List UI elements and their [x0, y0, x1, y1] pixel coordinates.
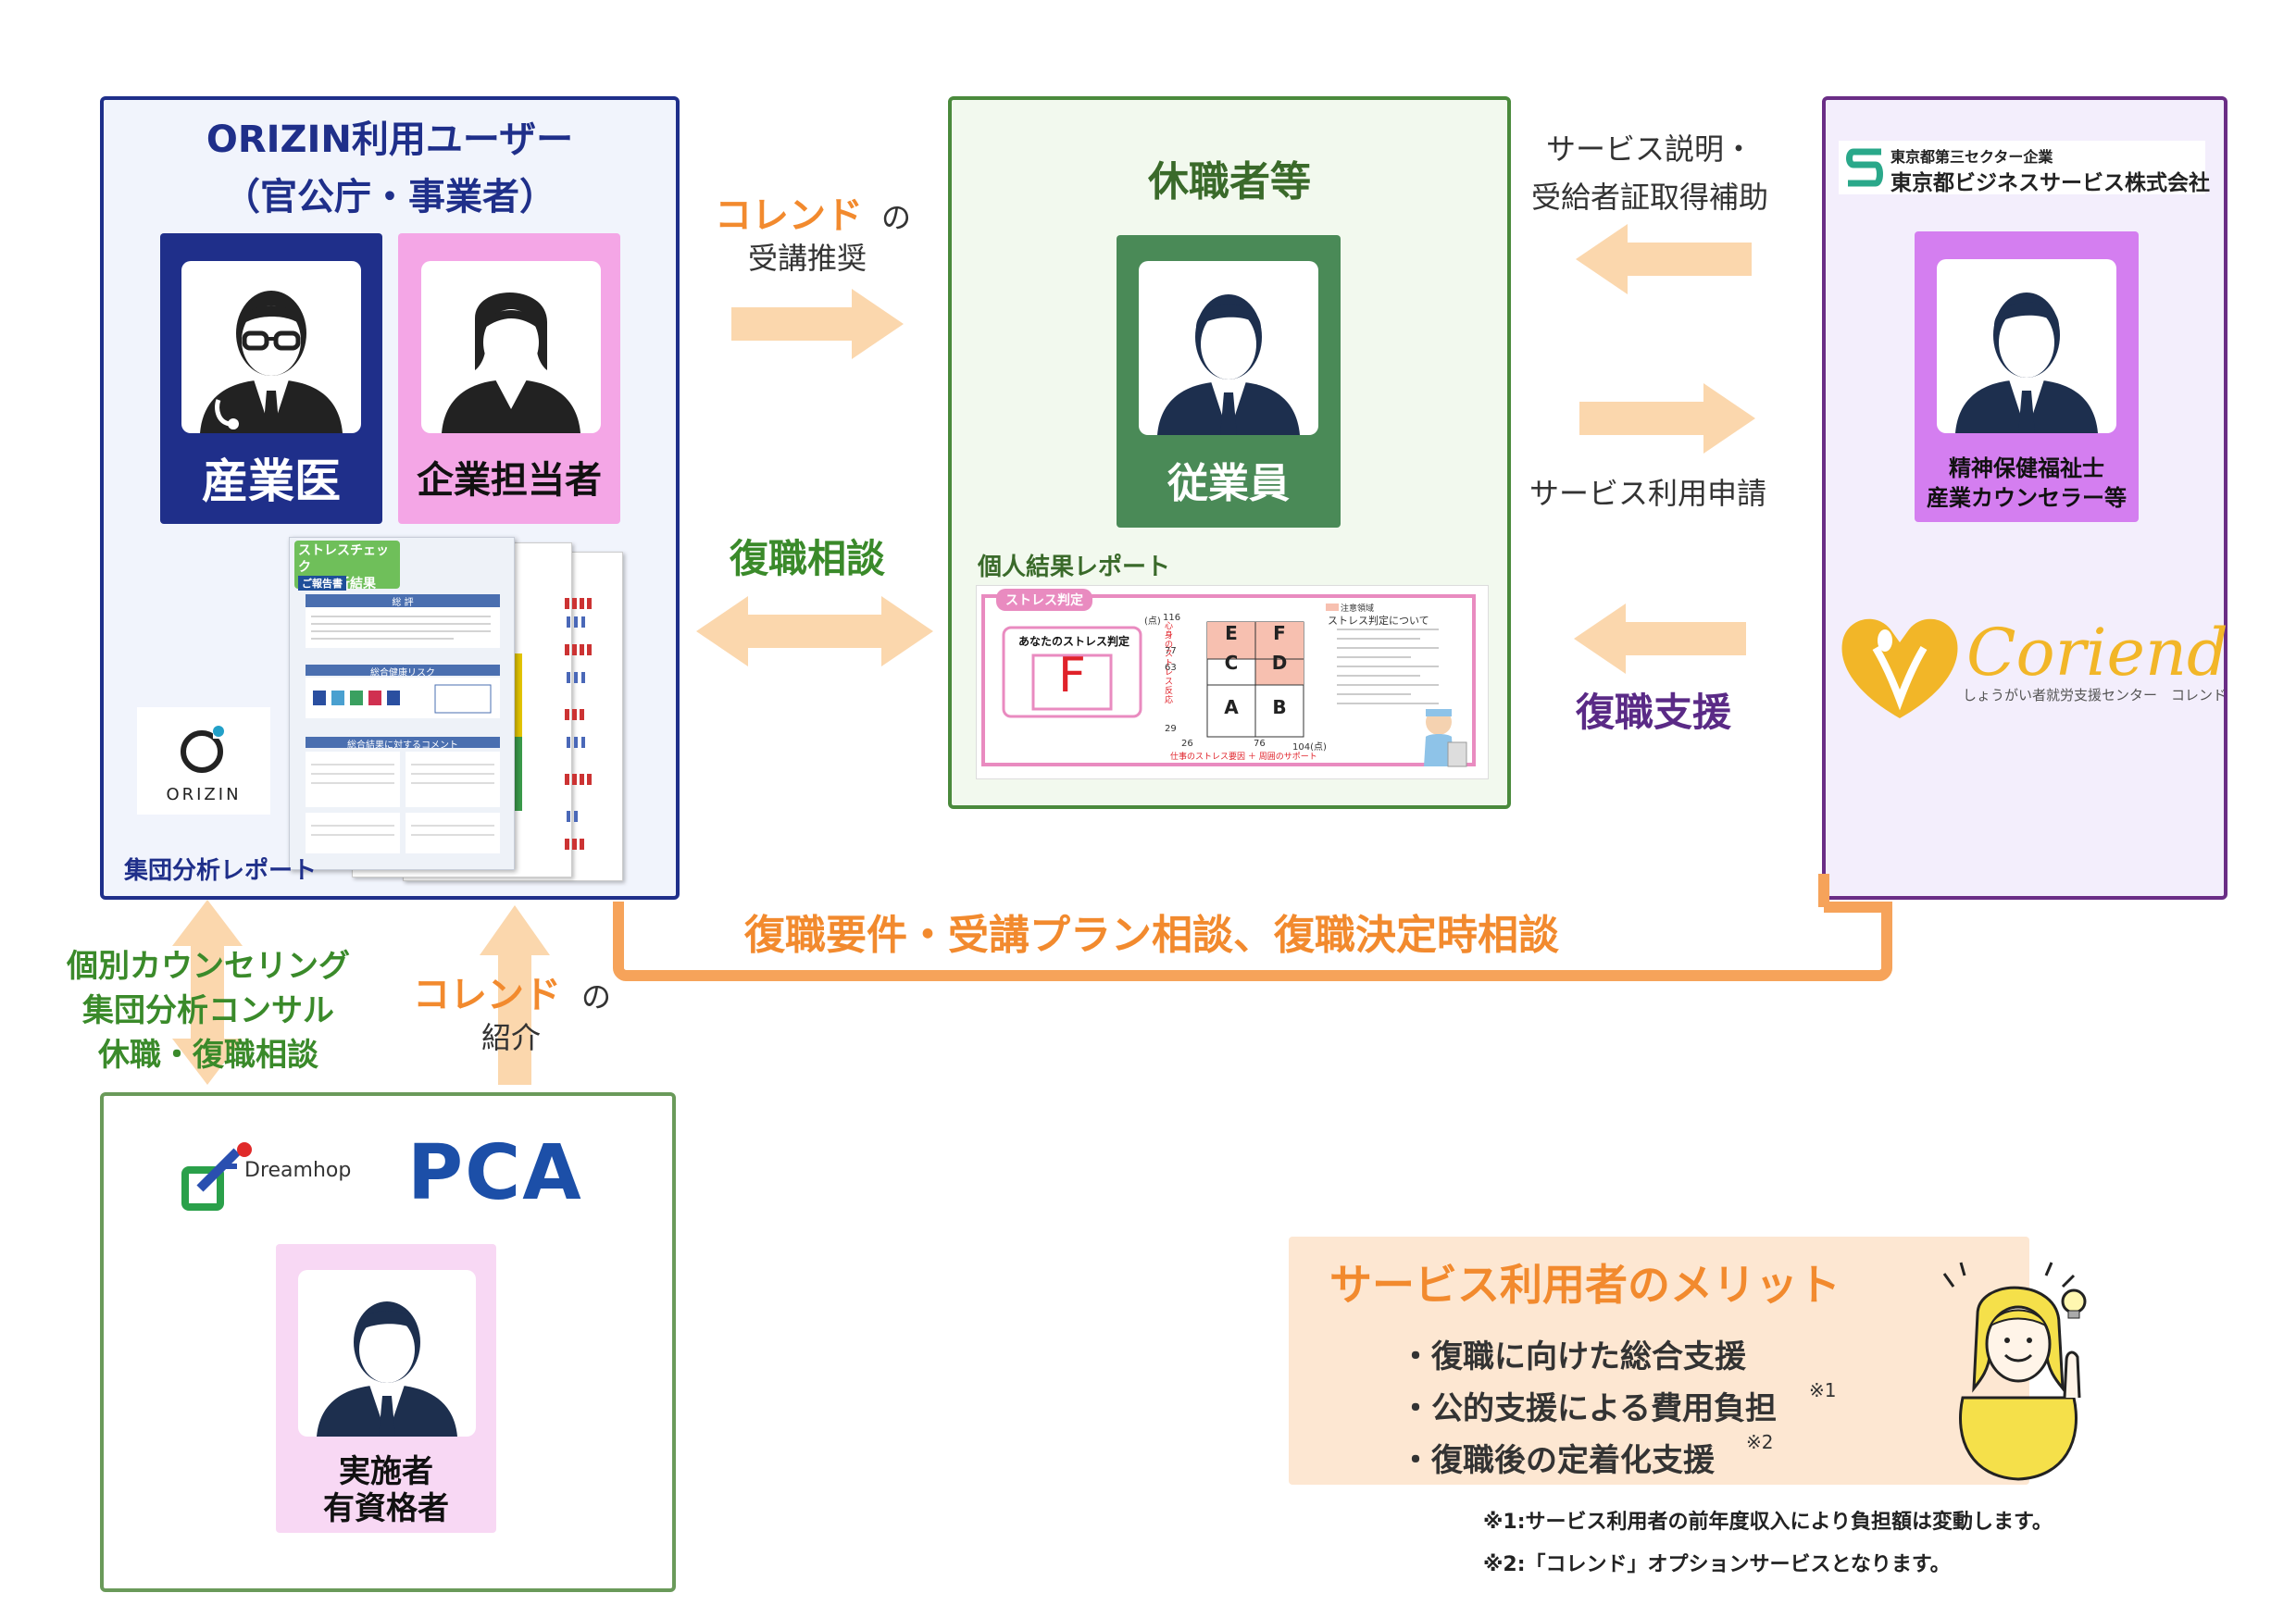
stress-y-tick-116: 116 — [1163, 613, 1181, 623]
arrow-recommend — [731, 289, 904, 359]
recommend-suffix: の — [881, 200, 912, 235]
provider-line2: 有資格者 — [323, 1490, 449, 1527]
counselor-line2: 産業カウンセラー等 — [1927, 485, 2127, 511]
stress-tag: ストレス判定 — [996, 589, 1092, 611]
counseling-1: 個別カウンセリング — [67, 948, 350, 985]
coriend-logo-sub: しょうがい者就労支援センター コレンド — [1963, 687, 2227, 703]
employee-title: 休職者等 — [1148, 158, 1311, 205]
stress-grade: F — [1058, 648, 1086, 703]
coriend-heart-icon — [1841, 618, 1958, 718]
orizin-logo-box — [137, 707, 270, 815]
report-doc-section2: 総合健康リスク — [370, 668, 435, 678]
orizin-logo-text: ORIZIN — [166, 785, 242, 804]
stress-cell-f: F — [1273, 622, 1286, 644]
report-doc-section3: 総合結果に対するコメント — [347, 741, 458, 751]
orizin-logo-icon — [181, 724, 228, 773]
provider-icon — [317, 1301, 457, 1437]
report-label: 集団分析レポート — [124, 857, 318, 885]
return-support-label: 復職支援 — [1576, 690, 1732, 735]
report-side-bars — [515, 598, 592, 850]
service-apply-label: サービス利用申請 — [1529, 476, 1767, 511]
stress-y-tick-29: 29 — [1165, 724, 1177, 734]
arrow-service-apply — [1579, 383, 1755, 454]
employee-report-label: 個人結果レポート — [978, 554, 1171, 581]
arrow-counseling — [172, 900, 243, 1085]
stress-cell-b: B — [1272, 696, 1287, 718]
return-consult-label: 復職相談 — [730, 536, 886, 581]
intro-brand: コレンド — [413, 974, 561, 1016]
merit-item-2: ・公的支援による費用負担 — [1400, 1390, 1777, 1427]
company-small: 東京都第三セクター企業 — [1890, 148, 2053, 166]
stress-x-tick-26: 26 — [1181, 739, 1193, 749]
report-doc-body — [306, 607, 500, 853]
intro-suffix: の — [581, 979, 612, 1014]
company-logo-box — [1839, 141, 2205, 194]
stress-y-tick-63: 63 — [1165, 663, 1177, 673]
intro-line2: 紹介 — [481, 1020, 542, 1055]
doctor-label: 産業医 — [202, 454, 341, 508]
arrow-return-support — [1574, 604, 1746, 674]
service-explain-2: 受給者証取得補助 — [1531, 180, 1769, 215]
stress-y-tick-77: 77 — [1165, 646, 1177, 656]
company-name: 東京都ビジネスサービス株式会社 — [1890, 171, 2210, 195]
recommend-line2: 受講推奨 — [748, 241, 867, 276]
stress-result-title: あなたのストレス判定 — [1017, 635, 1129, 648]
orizin-title-line2: （官公庁・事業者） — [223, 176, 556, 218]
staff-icon — [442, 292, 580, 433]
stress-y-unit: (点) — [1144, 616, 1161, 627]
arrow-service-explain — [1576, 224, 1752, 294]
footnote-2: ※2:「コレンド」オプションサービスとなります。 — [1483, 1553, 1951, 1576]
stress-cell-d: D — [1271, 652, 1288, 674]
stress-info-title: ストレス判定について — [1328, 615, 1429, 627]
dreamhop-logo-text: Dreamhop — [244, 1159, 352, 1182]
merit-panel — [1289, 1237, 2029, 1485]
merit-item-3: ・復職後の定着化支援 — [1400, 1442, 1715, 1479]
staff-label: 企業担当者 — [417, 459, 602, 502]
merit-title: サービス利用者のメリット — [1329, 1260, 1841, 1310]
counseling-3: 休職・復職相談 — [98, 1037, 318, 1074]
stress-cell-a: A — [1224, 696, 1239, 718]
consult-connector — [613, 874, 1892, 981]
merit-item-1: ・復職に向けた総合支援 — [1400, 1338, 1746, 1375]
stress-x-tick-76: 76 — [1254, 739, 1266, 749]
provider-line1: 実施者 — [339, 1453, 433, 1490]
orizin-title-line1: ORIZIN利用ユーザー — [206, 118, 574, 161]
stress-cell-e: E — [1225, 622, 1238, 644]
counseling-2: 集団分析コンサル — [82, 992, 334, 1029]
counselor-icon — [1955, 292, 2098, 433]
arrow-return-consult — [696, 596, 933, 666]
dreamhop-logo-icon — [181, 1142, 252, 1211]
merit-item-2-note: ※1 — [1809, 1379, 1837, 1401]
report-doc-sub: ご報告書 — [298, 576, 346, 591]
arrow-introduce — [480, 905, 550, 1085]
doctor-icon — [200, 291, 343, 433]
service-explain-1: サービス説明・ — [1546, 131, 1754, 167]
stress-legend: 注意領域 — [1341, 604, 1375, 614]
employee-label: 従業員 — [1167, 460, 1290, 507]
employee-icon — [1157, 294, 1300, 435]
recommend-brand: コレンド — [715, 194, 863, 237]
footnote-1: ※1:サービス利用者の前年度収入により負担額は変動します。 — [1483, 1511, 2053, 1534]
stress-cell-c: C — [1224, 652, 1239, 674]
pca-logo: PCA — [407, 1129, 583, 1217]
stress-x-tick-104: 104(点) — [1292, 742, 1327, 753]
stress-report-graphic — [981, 594, 1476, 767]
stress-ylabel: 心身のストレス反応 — [1165, 622, 1174, 705]
bottom-consult-label: 復職要件・受講プラン相談、復職決定時相談 — [744, 912, 1559, 959]
report-doc-section1: 総 評 — [306, 594, 500, 608]
idea-woman-illustration — [1942, 1262, 2087, 1481]
coriend-logo-text: Coriend — [1966, 615, 2228, 691]
merit-item-3-note: ※2 — [1746, 1431, 1774, 1453]
stress-xlabel: 仕事のストレス要因 ＋ 周囲のサポート — [1170, 753, 1317, 762]
company-logo-icon — [1846, 148, 1883, 187]
counselor-line1: 精神保健福祉士 — [1949, 455, 2104, 481]
